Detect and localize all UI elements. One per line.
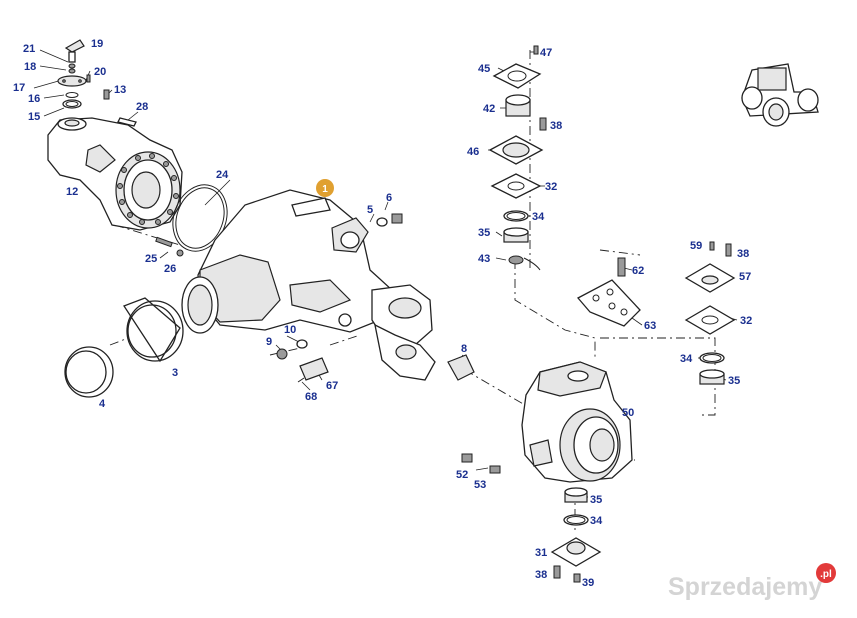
axle-housing	[181, 189, 436, 381]
part-label: 52	[456, 469, 468, 481]
part-label: 62	[632, 265, 644, 277]
left-swivel-housing	[47, 117, 183, 231]
part-label: 19	[91, 38, 103, 50]
part-label: 35	[590, 494, 602, 506]
part-label: 16	[28, 93, 40, 105]
kingpin-stack	[57, 39, 137, 127]
outer-rings	[64, 184, 228, 398]
steering-stop-plate	[576, 257, 641, 327]
part-label: 50	[622, 407, 634, 419]
part-label: 31	[535, 547, 547, 559]
part-label: 57	[739, 271, 751, 283]
watermark: Sprzedajemy .pl	[668, 563, 836, 601]
part-label: 59	[690, 240, 702, 252]
part-label: 38	[550, 120, 562, 132]
watermark-badge: .pl	[820, 569, 832, 580]
part-label: 10	[284, 324, 296, 336]
part-label: 9	[266, 336, 272, 348]
right-pin-stack	[684, 241, 736, 385]
part-label: 25	[145, 253, 157, 265]
part-label: 39	[582, 577, 594, 589]
part-label: 32	[545, 181, 557, 193]
part-label: 47	[540, 47, 552, 59]
part-label: 26	[164, 263, 176, 275]
part-label: 18	[24, 61, 36, 73]
part-labels: 19 21 18 20 17 13 16 28 15 12 24 6 5 25 …	[13, 38, 752, 589]
part-label: 20	[94, 66, 106, 78]
part-label: 53	[474, 479, 486, 491]
tractor-thumbnail	[741, 63, 819, 127]
part-label: 34	[680, 353, 693, 365]
part-label: 21	[23, 43, 35, 55]
part-label: 42	[483, 103, 495, 115]
callout-marker: 1	[316, 179, 334, 197]
part-label: 46	[467, 146, 479, 158]
part-label: 38	[737, 248, 749, 260]
part-label: 68	[305, 391, 317, 403]
part-label: 35	[478, 227, 490, 239]
part-label: 5	[367, 204, 373, 216]
part-label: 15	[28, 111, 40, 123]
part-label: 3	[172, 367, 178, 379]
part-label: 63	[644, 320, 656, 332]
part-label: 34	[590, 515, 603, 527]
part-label: 45	[478, 63, 490, 75]
small-parts-center	[276, 339, 475, 383]
part-label: 12	[66, 186, 78, 198]
lower-pin-stack	[550, 487, 602, 583]
upper-pin-stack	[488, 45, 547, 271]
part-label: 67	[326, 380, 338, 392]
part-label: 24	[216, 169, 229, 181]
part-label: 35	[728, 375, 740, 387]
part-label: 34	[532, 211, 545, 223]
part-label: 17	[13, 82, 25, 94]
watermark-text: Sprzedajemy	[668, 573, 822, 601]
part-label: 43	[478, 253, 490, 265]
hub-bolt-ring	[117, 153, 179, 225]
part-label: 28	[136, 101, 148, 113]
part-label: 32	[740, 315, 752, 327]
part-label: 13	[114, 84, 126, 96]
part-label: 8	[461, 343, 467, 355]
right-swivel-housing	[461, 361, 633, 483]
part-label: 38	[535, 569, 547, 581]
part-label: 4	[99, 398, 106, 410]
part-label: 6	[386, 192, 392, 204]
callout-number: 1	[322, 184, 328, 195]
